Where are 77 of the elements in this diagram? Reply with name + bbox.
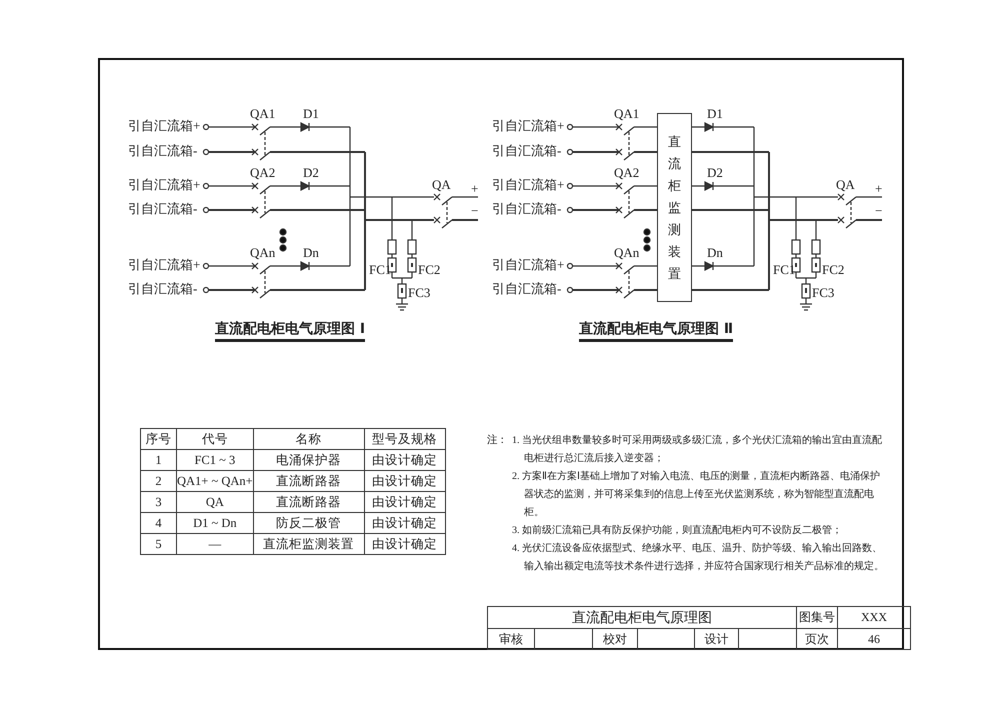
surge-protector-label: FC2 [418, 263, 440, 276]
terminal-label: 引自汇流箱+ [492, 178, 564, 191]
diode-label: Dn [303, 246, 319, 259]
terminal-label: 引自汇流箱+ [128, 119, 200, 132]
breaker-label: QA [836, 178, 855, 191]
table-cell: 5 [140, 534, 176, 554]
diode-label: D1 [303, 107, 319, 120]
breaker-label: QAn [250, 246, 276, 259]
table-cell: QA [176, 492, 254, 512]
polarity-label: + [875, 182, 882, 195]
surge-protector-label: FC3 [408, 286, 430, 299]
table-cell: 3 [140, 492, 176, 512]
surge-protector-label: FC1 [369, 263, 392, 276]
table-header: 型号及规格 [364, 428, 446, 450]
note-text: 3. 如前级汇流箱已具有防反保护功能，则直流配电柜内可不设防反二极管； [512, 524, 844, 538]
table-cell: 直流断路器 [253, 492, 364, 512]
note-text: 1. 当光伏组串数量较多时可采用两级或多级汇流，多个光伏汇流箱的输出宜由直流配电柜进行总汇流后接入逆变器； [512, 434, 884, 466]
table-cell: 由设计确定 [364, 512, 446, 534]
terminal-label: 引自汇流箱+ [128, 178, 200, 191]
monitoring-device-box [657, 113, 692, 302]
breaker-label: QA2 [614, 166, 640, 179]
diagram-caption: 直流配电柜电气原理图 Ⅱ [579, 322, 734, 342]
table-cell: 4 [140, 512, 176, 534]
diode-label: Dn [707, 246, 723, 259]
terminal-label: 引自汇流箱- [128, 202, 198, 215]
breaker-label: QA1 [250, 107, 276, 120]
table-cell: 由设计确定 [364, 492, 446, 512]
title-block-label: 页次 [796, 628, 838, 650]
table-cell: 防反二极管 [253, 512, 364, 534]
polarity-label: − [875, 204, 882, 217]
surge-protector-label: FC2 [822, 263, 844, 276]
table-cell: 2 [140, 470, 176, 492]
surge-protector-label: FC1 [773, 263, 796, 276]
table-cell: 直流柜监测装置 [253, 534, 364, 554]
table-cell: 电涌保护器 [253, 450, 364, 470]
terminal-label: 引自汇流箱+ [492, 119, 564, 132]
device-label: 直流柜监测装置 [668, 132, 682, 282]
notes-heading: 注： [487, 433, 507, 448]
table-cell: 直流断路器 [253, 470, 364, 492]
title-block-label: 校对 [592, 628, 638, 650]
note-text: 4. 光伏汇流设备应依据型式、绝缘水平、电压、温升、防护等级、输入输出回路数、输入输出额定电流等技术条件进行选择，并应符合国家现行相关产品标准的规定。 [512, 542, 885, 574]
table-cell: D1 ~ Dn [176, 512, 254, 534]
breaker-label: QAn [614, 246, 640, 259]
title-block-value: 46 [838, 628, 910, 650]
table-cell: — [176, 534, 254, 554]
breaker-label: QA1 [614, 107, 640, 120]
title-block-label: 设计 [694, 628, 738, 650]
surge-protector-label: FC3 [812, 286, 834, 299]
table-cell: 由设计确定 [364, 450, 446, 470]
title-block-label: 审核 [488, 628, 534, 650]
table-cell: 由设计确定 [364, 534, 446, 554]
diagram-caption: 直流配电柜电气原理图 Ⅰ [215, 322, 366, 342]
diode-label: D2 [303, 166, 319, 179]
breaker-label: QA2 [250, 166, 276, 179]
title-block-title: 直流配电柜电气原理图 [488, 606, 796, 628]
diode-label: D2 [707, 166, 723, 179]
breaker-label: QA [432, 178, 451, 191]
terminal-label: 引自汇流箱- [128, 282, 198, 295]
terminal-label: 引自汇流箱- [492, 144, 562, 157]
terminal-label: 引自汇流箱- [492, 202, 562, 215]
table-cell: 1 [140, 450, 176, 470]
table-cell: QA1+ ~ QAn+ [176, 470, 254, 492]
title-block-label: 图集号 [796, 606, 838, 628]
polarity-label: − [471, 204, 478, 217]
terminal-label: 引自汇流箱- [128, 144, 198, 157]
diode-label: D1 [707, 107, 723, 120]
polarity-label: + [471, 182, 478, 195]
terminal-label: 引自汇流箱+ [128, 258, 200, 271]
note-text: 2. 方案Ⅱ在方案Ⅰ基础上增加了对输入电流、电压的测量，直流柜内断路器、电涌保护器状态的监测，并可将采集到的信息上传至光伏监测系统，称为智能型直流配电柜。 [512, 470, 882, 520]
title-block-value: XXX [838, 606, 910, 628]
table-cell: FC1 ~ 3 [176, 450, 254, 470]
terminal-label: 引自汇流箱+ [492, 258, 564, 271]
table-cell: 由设计确定 [364, 470, 446, 492]
table-header: 代号 [176, 428, 254, 450]
terminal-label: 引自汇流箱- [492, 282, 562, 295]
table-header: 序号 [140, 428, 176, 450]
table-header: 名称 [253, 428, 364, 450]
